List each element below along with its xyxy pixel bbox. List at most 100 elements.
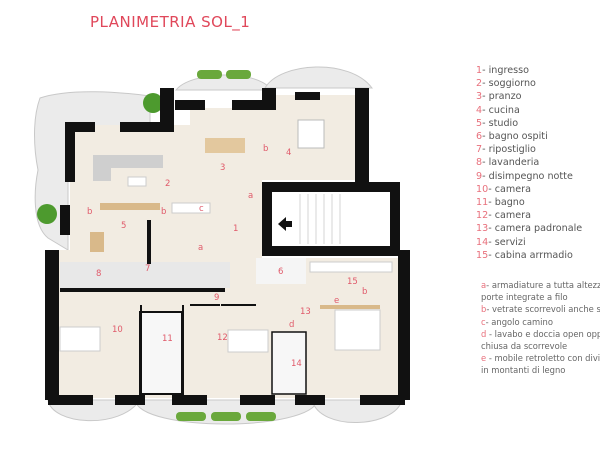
legend-number: 1: [476, 65, 483, 76]
legend-item: 12- camera: [476, 209, 582, 222]
note-line: a- armadiature a tutta altezza c: [481, 279, 600, 291]
bathroom-6: [256, 258, 306, 284]
note-line: c- angolo camino: [481, 316, 600, 328]
legend-item: 2- soggiorno: [476, 77, 582, 90]
bed-13: [334, 309, 381, 351]
note-label-b: b: [263, 144, 268, 154]
legend-label: - bagno ospiti: [482, 131, 548, 143]
legend-number: 7: [476, 144, 483, 156]
plant-icon: [37, 204, 57, 224]
furniture: [59, 119, 393, 353]
note-label-a: a: [248, 191, 253, 201]
planter-icon: [176, 412, 206, 421]
legend-item: 11- bagno: [476, 196, 582, 209]
legend-number: 2: [476, 78, 483, 90]
room-label-3: 3: [220, 163, 225, 173]
room-label-8: 8: [96, 269, 101, 279]
note-label-e: e: [334, 296, 339, 306]
note-text: - mobile retroletto con divisori: [488, 353, 600, 364]
legend-label: - disimpegno notte: [482, 170, 573, 182]
note-label-c: c: [199, 204, 204, 214]
note-text: - vetrate scorrevoli anche scrig: [486, 304, 600, 315]
legend-label: - camera padronale: [488, 223, 583, 235]
legend-number: 6: [476, 131, 483, 143]
laundry-storage: [60, 262, 230, 288]
room-label-2: 2: [165, 179, 170, 189]
room-label-4: 4: [286, 148, 291, 158]
fireplace: [171, 202, 211, 214]
headboard-unit: [320, 305, 380, 309]
room-label-5: 5: [121, 221, 126, 231]
legend-item: 4- cucina: [476, 104, 582, 117]
note-key: a: [481, 280, 487, 290]
legend-item: 5- studio: [476, 117, 582, 130]
planter-icon: [226, 70, 251, 79]
legend-item: 9- disimpegno notte: [476, 170, 582, 183]
note-text: in montanti di legno: [481, 365, 566, 376]
entrance-arrow-icon: [278, 217, 292, 231]
tv-unit: [100, 203, 160, 210]
legend-number: 8: [476, 157, 483, 169]
room-labels: 1 2 3 4 5 6 7 8 9 10 11 12 13 14 15 a a …: [87, 144, 367, 369]
plant-icons: [37, 70, 276, 421]
walls: [45, 88, 410, 405]
legend-number: 5: [476, 117, 483, 129]
legend-item: 10- camera: [476, 183, 582, 196]
legend-item: 3- pranzo: [476, 90, 582, 103]
note-key: c: [481, 316, 486, 327]
legend-item: 13- camera padronale: [476, 222, 582, 235]
legend-item: 15- cabina arrmadio: [476, 249, 582, 262]
room-label-11: 11: [162, 334, 173, 344]
legend-label: - ripostiglio: [482, 144, 536, 156]
planter-icon: [246, 412, 276, 421]
note-label-d: d: [289, 320, 294, 330]
note-line: chiusa da scorrevole: [481, 340, 600, 352]
room-label-7: 7: [145, 264, 150, 274]
note-label-b: b: [87, 207, 92, 217]
legend-item: 8- lavanderia: [476, 156, 582, 169]
legend-number: 12: [476, 210, 489, 222]
legend-label: - camera: [488, 183, 531, 195]
notes-legend: a- armadiature a tutta altezza cporte in…: [481, 279, 600, 377]
desk: [90, 232, 104, 252]
room-label-9: 9: [214, 293, 219, 303]
legend-label: - soggiorno: [482, 78, 536, 90]
legend-label: - camera: [488, 210, 531, 222]
sofa-chaise: [93, 155, 111, 181]
legend-label: - ingresso: [482, 65, 529, 76]
note-text: - armadiature a tutta altezza c: [486, 280, 600, 290]
room-label-1: 1: [233, 224, 238, 234]
legend-label: - pranzo: [482, 91, 522, 103]
stairwell: [262, 182, 400, 256]
balcony-northeast: [264, 66, 373, 89]
bed-10: [59, 326, 101, 352]
legend-label: - cabina arrmadio: [488, 249, 573, 261]
plant-icon: [143, 93, 163, 113]
note-key: d: [481, 328, 487, 339]
planter-icon: [197, 70, 222, 79]
legend-item: 1- ingresso: [476, 64, 582, 77]
bathroom-14: [271, 331, 307, 395]
note-text: - angolo camino: [485, 316, 553, 327]
legend-number: 9: [476, 170, 483, 182]
legend-item: 6- bagno ospiti: [476, 130, 582, 143]
balcony-north: [174, 74, 274, 91]
legend-number: 15: [476, 249, 489, 261]
planter-icon: [211, 412, 241, 421]
note-label-b: b: [362, 287, 367, 297]
note-label-b: b: [161, 207, 166, 217]
note-label-a: a: [198, 243, 203, 253]
legend-number: 14: [476, 236, 489, 248]
note-key: e: [481, 353, 487, 364]
note-key: b: [481, 304, 487, 315]
legend-label: - cucina: [482, 104, 520, 116]
kitchen-island: [297, 119, 325, 149]
legend-label: - lavanderia: [482, 157, 540, 169]
page-title: PLANIMETRIA SOL_1: [90, 13, 251, 31]
bed-12: [227, 329, 269, 353]
note-text: porte integrate a filo: [481, 292, 568, 303]
room-label-13: 13: [300, 307, 311, 317]
legend-label: - studio: [482, 117, 519, 129]
